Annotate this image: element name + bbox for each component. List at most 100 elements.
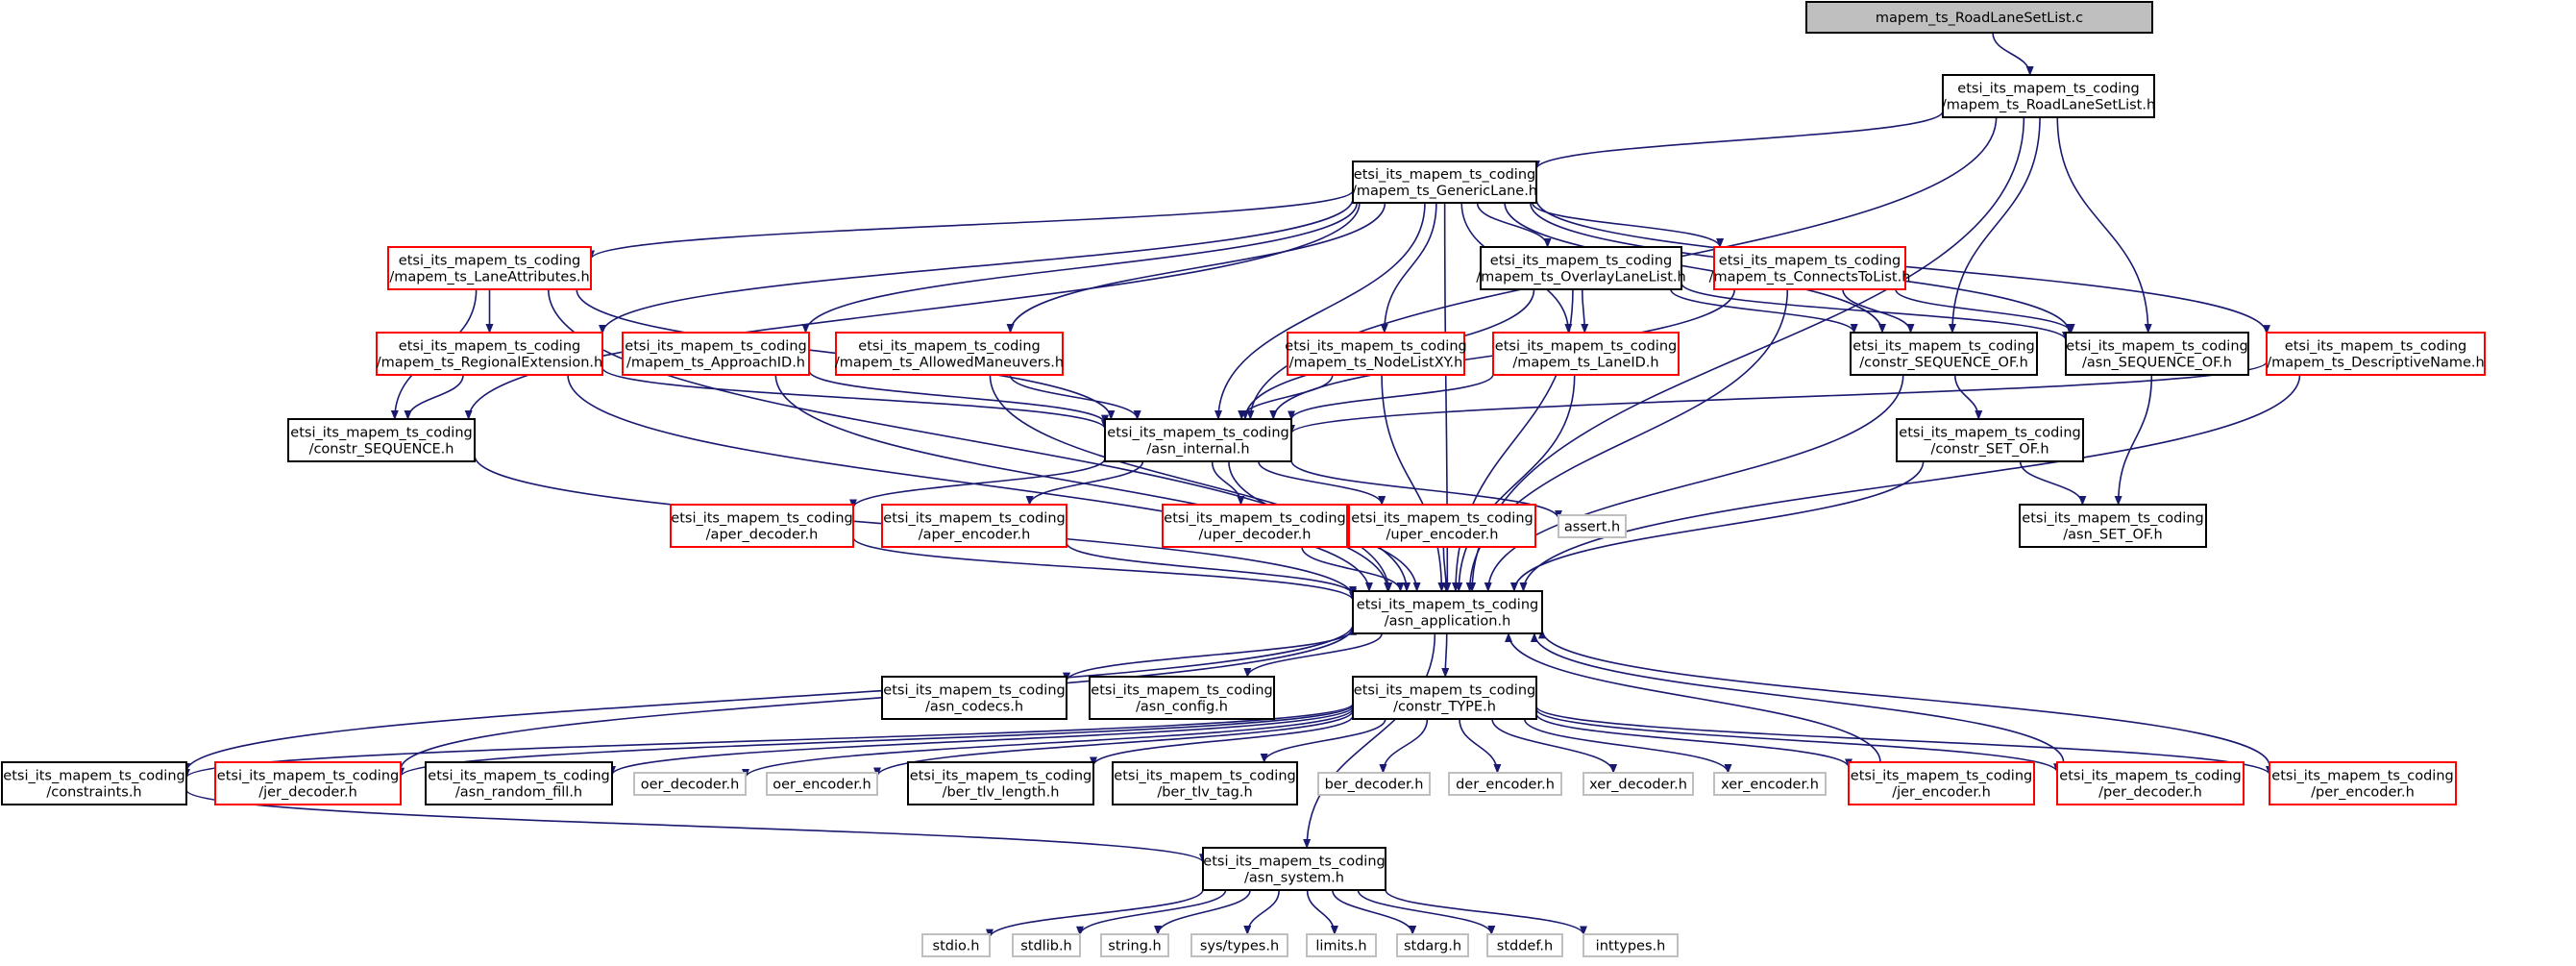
node-box [287, 418, 476, 462]
node-box [1306, 933, 1377, 957]
node-stdarg-h[interactable]: stdarg.h [1396, 933, 1469, 957]
node-etsi-its-mapem-ts-coding-mapem-ts-allowedmaneuvers-h[interactable]: etsi_its_mapem_ts_coding/mapem_ts_Allowe… [835, 332, 1064, 376]
node-etsi-its-mapem-ts-coding-asn-internal-h[interactable]: etsi_its_mapem_ts_coding/asn_internal.h [1104, 418, 1292, 462]
node-etsi-its-mapem-ts-coding-asn-config-h[interactable]: etsi_its_mapem_ts_coding/asn_config.h [1089, 676, 1275, 720]
node-limits-h[interactable]: limits.h [1306, 933, 1377, 957]
node-label-line: xer_decoder.h [1589, 778, 1687, 793]
node-box [907, 761, 1094, 805]
node-inttypes-h[interactable]: inttypes.h [1582, 933, 1679, 957]
node-string-h[interactable]: string.h [1100, 933, 1169, 957]
node-etsi-its-mapem-ts-coding-asn-system-h[interactable]: etsi_its_mapem_ts_coding/asn_system.h [1202, 847, 1386, 891]
node-box [1100, 933, 1169, 957]
node-box [1486, 933, 1563, 957]
node-label-line: /mapem_ts_ConnectsToList.h [1709, 270, 1911, 285]
node-stdlib-h[interactable]: stdlib.h [1012, 933, 1081, 957]
node-box [1112, 761, 1298, 805]
node-label-line: /asn_SET_OF.h [2063, 528, 2162, 543]
node-etsi-its-mapem-ts-coding-constr-sequence-h[interactable]: etsi_its_mapem_ts_coding/constr_SEQUENCE… [287, 418, 476, 462]
node-etsi-its-mapem-ts-coding-per-encoder-h[interactable]: etsi_its_mapem_ts_coding/per_encoder.h [2269, 761, 2457, 805]
node-label-line: etsi_its_mapem_ts_coding [428, 769, 609, 784]
node-sys-types-h[interactable]: sys/types.h [1190, 933, 1288, 957]
node-etsi-its-mapem-ts-coding-aper-encoder-h[interactable]: etsi_its_mapem_ts_coding/aper_encoder.h [881, 504, 1067, 548]
node-box [425, 761, 613, 805]
node-etsi-its-mapem-ts-coding-constr-set-of-h[interactable]: etsi_its_mapem_ts_coding/constr_SET_OF.h [1896, 418, 2084, 462]
edge-asnapp-to-constrtype [1441, 632, 1450, 678]
node-der-encoder-h[interactable]: der_encoder.h [1448, 772, 1562, 796]
node-etsi-its-mapem-ts-coding-per-decoder-h[interactable]: etsi_its_mapem_ts_coding/per_decoder.h [2056, 761, 2245, 805]
edges-layer [183, 32, 2301, 939]
node-box [376, 332, 603, 376]
node-etsi-its-mapem-ts-coding-mapem-ts-laneid-h[interactable]: etsi_its_mapem_ts_coding/mapem_ts_LaneID… [1492, 332, 1680, 376]
edge-regional-to-asninternal [601, 366, 1109, 431]
node-etsi-its-mapem-ts-coding-uper-encoder-h[interactable]: etsi_its_mapem_ts_coding/uper_encoder.h [1348, 504, 1536, 548]
node-oer-decoder-h[interactable]: oer_decoder.h [633, 772, 747, 796]
node-etsi-its-mapem-ts-coding-mapem-ts-regionalextension-h[interactable]: etsi_its_mapem_ts_coding/mapem_ts_Region… [376, 332, 603, 376]
node-etsi-its-mapem-ts-coding-mapem-ts-genericlane-h[interactable]: etsi_its_mapem_ts_coding/mapem_ts_Generi… [1352, 161, 1537, 204]
edge-constrtype-to-bertlvtag [1260, 718, 1386, 763]
node-stdio-h[interactable]: stdio.h [921, 933, 991, 957]
node-box [1850, 332, 2038, 376]
node-box [622, 332, 810, 376]
node-label-line: etsi_its_mapem_ts_coding [858, 339, 1040, 355]
edge-constrtype-to-jerenc [1535, 713, 1852, 769]
node-etsi-its-mapem-ts-coding-mapem-ts-roadlanesetlist-h[interactable]: etsi_its_mapem_ts_coding/mapem_ts_RoadLa… [1942, 74, 2155, 118]
edge-jerdec-to-asnapp [400, 625, 1357, 770]
node-label-line: /jer_encoder.h [1892, 785, 1991, 801]
node-etsi-its-mapem-ts-coding-uper-decoder-h[interactable]: etsi_its_mapem_ts_coding/uper_decoder.h [1162, 504, 1348, 548]
node-etsi-its-mapem-ts-coding-ber-tlv-tag-h[interactable]: etsi_its_mapem_ts_coding/ber_tlv_tag.h [1112, 761, 1298, 805]
node-label-line: etsi_its_mapem_ts_coding [1354, 683, 1535, 699]
node-etsi-its-mapem-ts-coding-constraints-h[interactable]: etsi_its_mapem_ts_coding/constraints.h [1, 761, 187, 805]
node-etsi-its-mapem-ts-coding-aper-decoder-h[interactable]: etsi_its_mapem_ts_coding/aper_decoder.h [670, 504, 854, 548]
node-etsi-its-mapem-ts-coding-asn-set-of-h[interactable]: etsi_its_mapem_ts_coding/asn_SET_OF.h [2019, 504, 2207, 548]
edge-genericlane-to-constrseq [464, 202, 1361, 420]
edge-allowed-to-asninternal [1009, 374, 1141, 420]
node-label-line: etsi_its_mapem_ts_coding [1852, 339, 2034, 355]
node-etsi-its-mapem-ts-coding-constr-sequence-of-h[interactable]: etsi_its_mapem_ts_coding/constr_SEQUENCE… [1850, 332, 2038, 376]
node-etsi-its-mapem-ts-coding-asn-codecs-h[interactable]: etsi_its_mapem_ts_coding/asn_codecs.h [881, 676, 1067, 720]
node-label-line: stdlib.h [1020, 939, 1072, 954]
node-xer-encoder-h[interactable]: xer_encoder.h [1713, 772, 1827, 796]
node-etsi-its-mapem-ts-coding-mapem-ts-descriptivename-h[interactable]: etsi_its_mapem_ts_coding/mapem_ts_Descri… [2266, 332, 2486, 376]
node-box [1012, 933, 1081, 957]
node-label-line: etsi_its_mapem_ts_coding [399, 339, 580, 355]
node-label-line: etsi_its_mapem_ts_coding [2066, 339, 2247, 355]
node-etsi-its-mapem-ts-coding-asn-application-h[interactable]: etsi_its_mapem_ts_coding/asn_application… [1352, 590, 1543, 634]
node-etsi-its-mapem-ts-coding-mapem-ts-approachid-h[interactable]: etsi_its_mapem_ts_coding/mapem_ts_Approa… [622, 332, 810, 376]
node-label-line: etsi_its_mapem_ts_coding [1354, 167, 1535, 183]
node-oer-encoder-h[interactable]: oer_encoder.h [766, 772, 878, 796]
node-ber-decoder-h[interactable]: ber_decoder.h [1317, 772, 1431, 796]
node-etsi-its-mapem-ts-coding-asn-sequence-of-h[interactable]: etsi_its_mapem_ts_coding/asn_SEQUENCE_OF… [2065, 332, 2249, 376]
node-xer-decoder-h[interactable]: xer_decoder.h [1582, 772, 1694, 796]
edge-uperdec-to-asnapp [1301, 546, 1405, 592]
node-box [2065, 332, 2249, 376]
node-label-line: /asn_application.h [1385, 614, 1511, 630]
node-etsi-its-mapem-ts-coding-mapem-ts-connectstolist-h[interactable]: etsi_its_mapem_ts_coding/mapem_ts_Connec… [1709, 246, 1911, 290]
node-etsi-its-mapem-ts-coding-asn-random-fill-h[interactable]: etsi_its_mapem_ts_coding/asn_random_fill… [425, 761, 613, 805]
edge-constrtype-to-derenc [1459, 718, 1502, 774]
node-mapem-ts-roadlanesetlist-c[interactable]: mapem_ts_RoadLaneSetList.c [1805, 1, 2153, 34]
node-label-line: ber_decoder.h [1325, 778, 1424, 793]
node-box [766, 772, 878, 796]
node-label-line: /constraints.h [46, 785, 141, 801]
node-etsi-its-mapem-ts-coding-mapem-ts-nodelistxy-h[interactable]: etsi_its_mapem_ts_coding/mapem_ts_NodeLi… [1285, 332, 1467, 376]
edge-asnsystem-to-string [1154, 889, 1251, 935]
edge-aperenc-to-asnapp [1066, 542, 1357, 596]
node-label-line: /mapem_ts_OverlayLaneList.h [1476, 270, 1685, 285]
node-etsi-its-mapem-ts-coding-mapem-ts-overlaylanelist-h[interactable]: etsi_its_mapem_ts_coding/mapem_ts_Overla… [1476, 246, 1686, 290]
node-assert-h[interactable]: assert.h [1558, 514, 1627, 538]
node-box [2269, 761, 2457, 805]
node-label-line: stddef.h [1497, 939, 1553, 954]
node-etsi-its-mapem-ts-coding-constr-type-h[interactable]: etsi_its_mapem_ts_coding/constr_TYPE.h [1352, 676, 1537, 720]
node-etsi-its-mapem-ts-coding-jer-encoder-h[interactable]: etsi_its_mapem_ts_coding/jer_encoder.h [1848, 761, 2035, 805]
node-box [214, 761, 402, 805]
node-etsi-its-mapem-ts-coding-mapem-ts-laneattributes-h[interactable]: etsi_its_mapem_ts_coding/mapem_ts_LaneAt… [387, 246, 592, 290]
edge-approach-to-asnapp [774, 374, 1392, 592]
node-box [881, 504, 1067, 548]
node-etsi-its-mapem-ts-coding-ber-tlv-length-h[interactable]: etsi_its_mapem_ts_coding/ber_tlv_length.… [907, 761, 1094, 805]
edge-roadlaneset-to-genericlane [1533, 111, 1944, 170]
node-etsi-its-mapem-ts-coding-jer-decoder-h[interactable]: etsi_its_mapem_ts_coding/jer_decoder.h [214, 761, 402, 805]
node-box [1582, 933, 1679, 957]
node-box [881, 676, 1067, 720]
node-stddef-h[interactable]: stddef.h [1486, 933, 1563, 957]
node-label-line: etsi_its_mapem_ts_coding [1203, 855, 1385, 870]
